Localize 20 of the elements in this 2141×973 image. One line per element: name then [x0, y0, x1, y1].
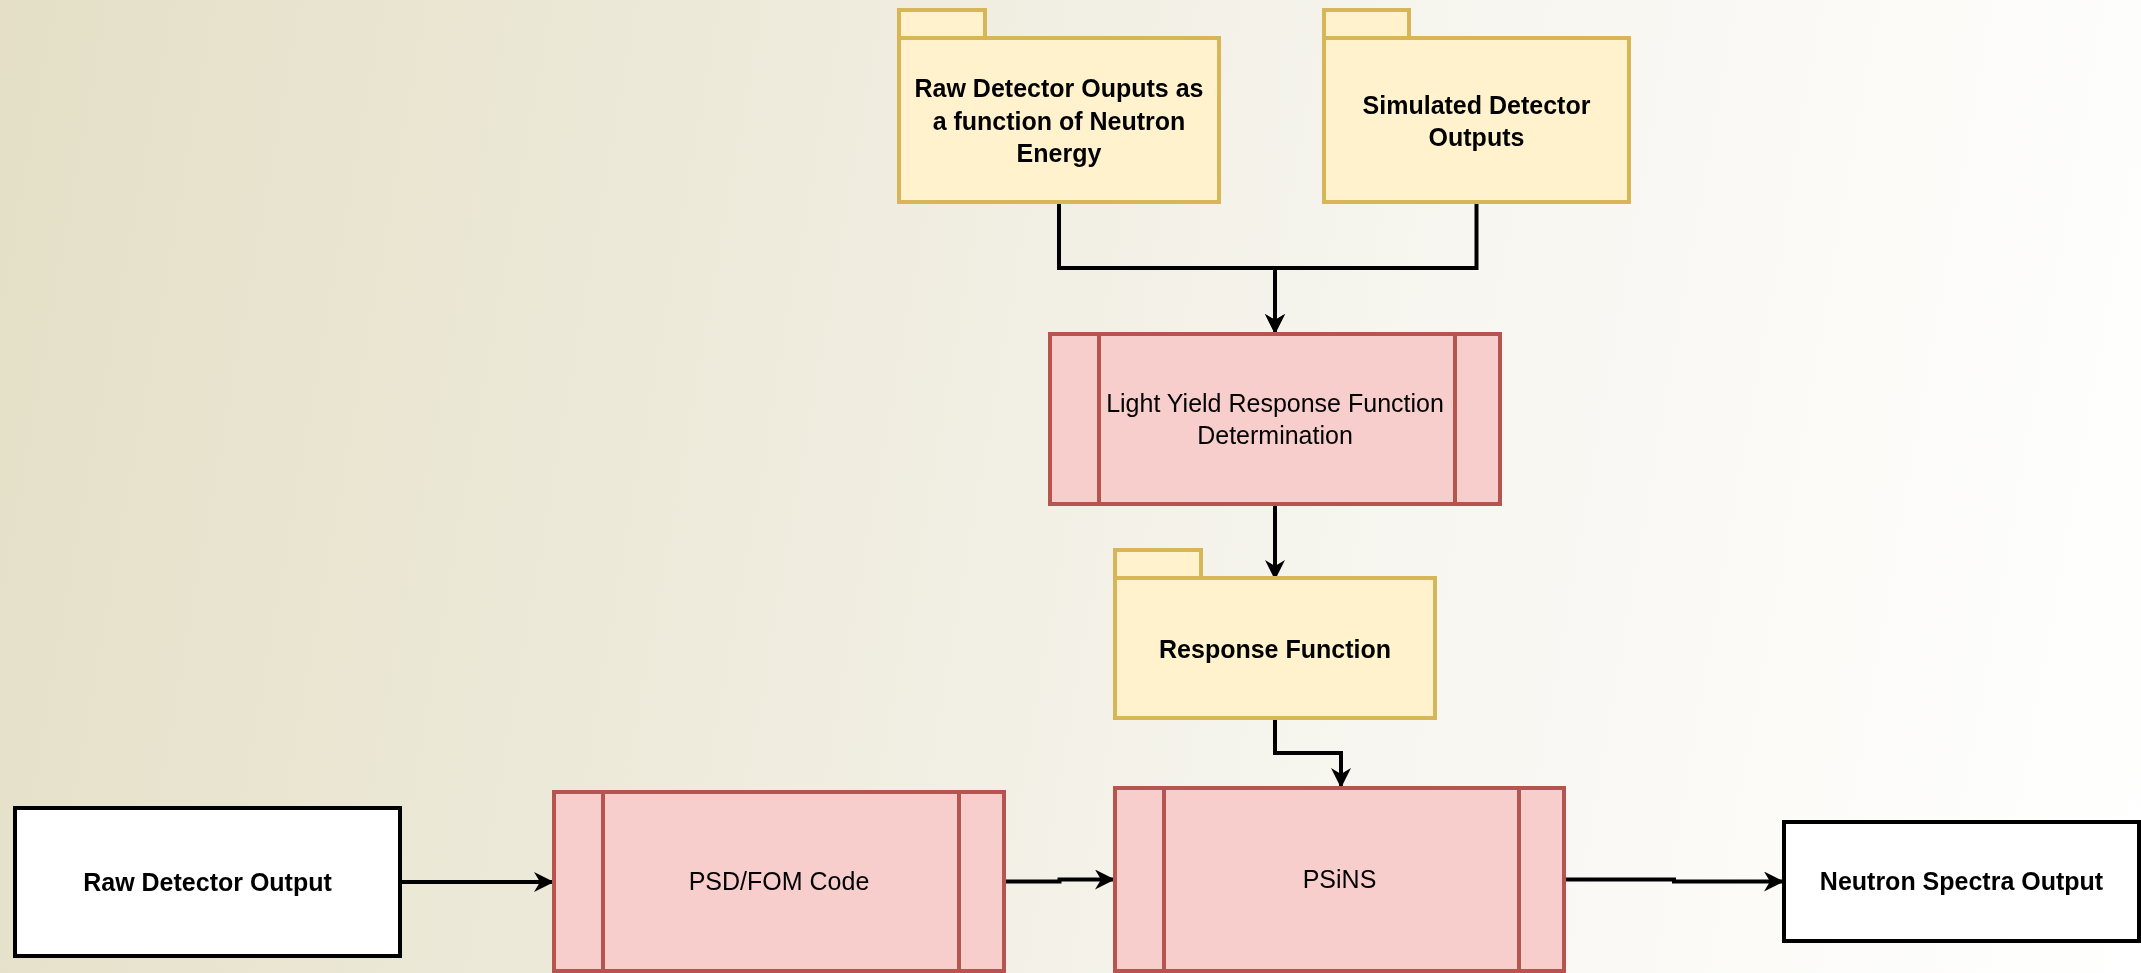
process-box [552, 790, 1006, 973]
node-label: Light Yield Response Function Determination [1105, 387, 1445, 451]
folder-box [1322, 8, 1631, 204]
folder-box [897, 8, 1221, 204]
arrow [1273, 720, 1351, 788]
node-label: Raw Detector Ouputs as a function of Neutron Energy [913, 73, 1205, 170]
node-label: Response Function [1158, 633, 1392, 665]
node-label: PSiNS [1301, 864, 1378, 896]
arrow [1566, 871, 1784, 892]
folder-box [1113, 548, 1437, 720]
arrow [402, 872, 554, 892]
node-label: Neutron Spectra Output [1818, 866, 2105, 898]
process-box [1113, 786, 1566, 973]
node-label: Raw Detector Output [82, 866, 333, 898]
node-label: Simulated Detector Outputs [1361, 89, 1592, 153]
node-label: PSD/FOM Code [687, 866, 871, 898]
process-box [1048, 332, 1502, 506]
terminal-box [13, 806, 402, 958]
arrow [1006, 869, 1115, 890]
terminal-box [1782, 820, 2141, 943]
